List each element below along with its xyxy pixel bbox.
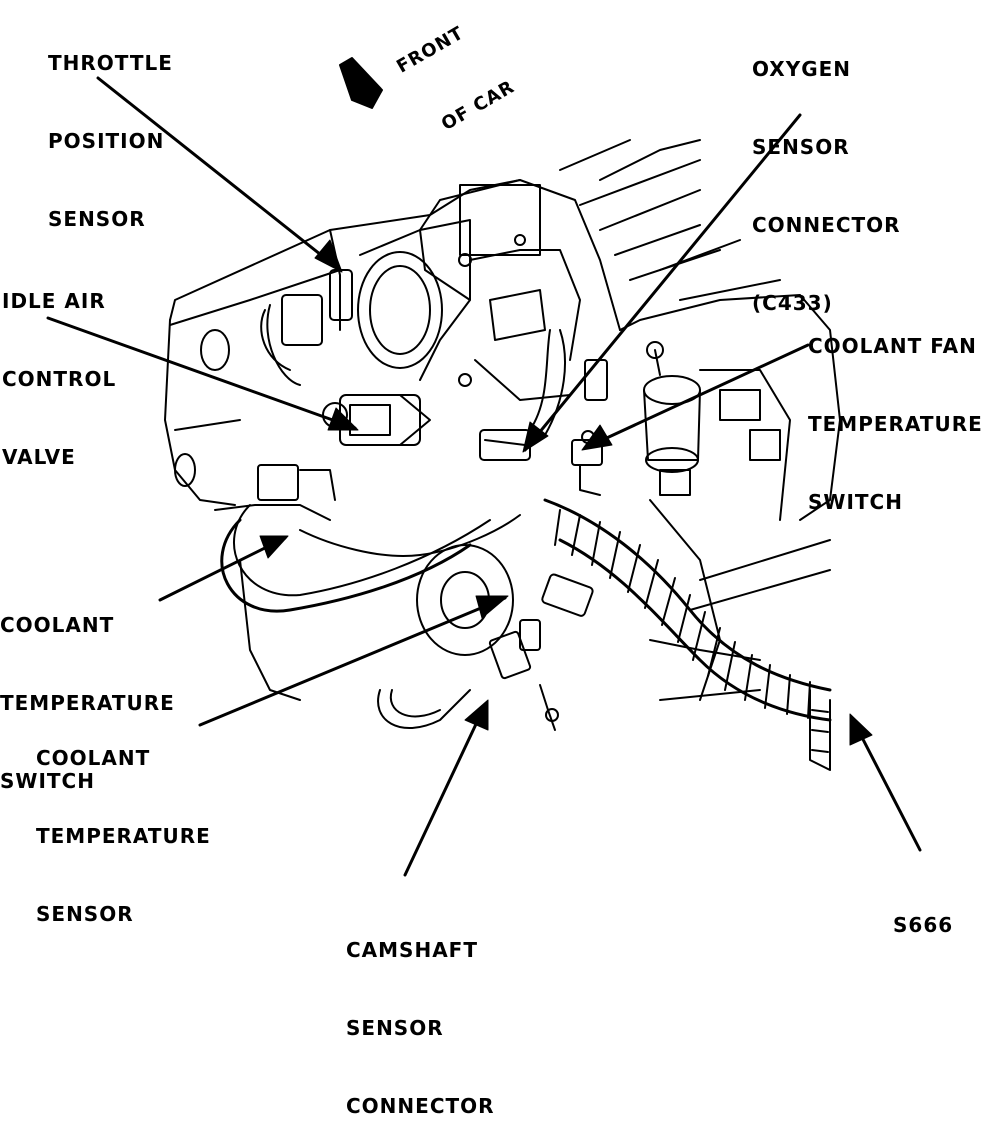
arrowhead-camshaft-sensor-connector <box>465 700 488 730</box>
label-s666: S666 <box>893 913 954 937</box>
coolant-fan-switch-housing <box>644 342 700 495</box>
engine-illustration <box>0 0 992 964</box>
water-pump-pulley <box>240 545 513 728</box>
label-throttle-position-sensor: THROTTLE POSITION SENSOR <box>48 51 173 231</box>
wiring-harness <box>545 500 830 770</box>
label-coolant-temperature-switch: COOLANT TEMPERATURE SWITCH <box>0 613 175 793</box>
label-coolant-temperature-sensor: COOLANT TEMPERATURE SENSOR <box>36 746 211 926</box>
label-camshaft-sensor-connector: CAMSHAFT SENSOR CONNECTOR <box>346 938 495 1118</box>
front-harness <box>215 465 520 611</box>
engine-diagram: THROTTLE POSITION SENSOR FRONT OF CAR OX… <box>0 0 992 1118</box>
leader-coolant-fan-temperature-switch <box>585 345 808 448</box>
arrowhead-coolant-fan-temperature-switch <box>582 425 612 450</box>
leader-s666 <box>852 718 920 850</box>
leader-oxygen-sensor-connector <box>525 115 800 450</box>
label-oxygen-sensor-connector: OXYGEN SENSOR CONNECTOR (C433) <box>752 57 901 315</box>
arrowhead-coolant-temperature-sensor <box>476 596 508 618</box>
arrowhead-s666 <box>850 714 872 745</box>
label-coolant-fan-temperature-switch: COOLANT FAN TEMPERATURE SWITCH <box>808 334 983 514</box>
throttle-body <box>358 180 580 400</box>
leader-camshaft-sensor-connector <box>405 705 485 875</box>
leader-idle-air-control-valve <box>48 318 355 428</box>
front-of-car-arrow <box>340 58 382 108</box>
engine-block-left <box>165 140 780 505</box>
tps-connector <box>261 270 352 385</box>
arrowhead-oxygen-sensor-connector <box>523 422 548 452</box>
arrow-heads <box>260 240 872 745</box>
label-idle-air-control-valve: IDLE AIR CONTROL VALVE <box>2 289 117 469</box>
leader-throttle-position-sensor <box>98 78 340 270</box>
arrowhead-coolant-temperature-switch <box>260 536 288 558</box>
engine-block-right <box>620 295 840 700</box>
arrowhead-idle-air-control-valve <box>328 408 358 430</box>
leader-coolant-temperature-sensor <box>200 598 505 725</box>
leader-lines <box>48 78 920 875</box>
arrowhead-throttle-position-sensor <box>315 240 342 272</box>
camshaft-connector-body <box>489 573 594 730</box>
